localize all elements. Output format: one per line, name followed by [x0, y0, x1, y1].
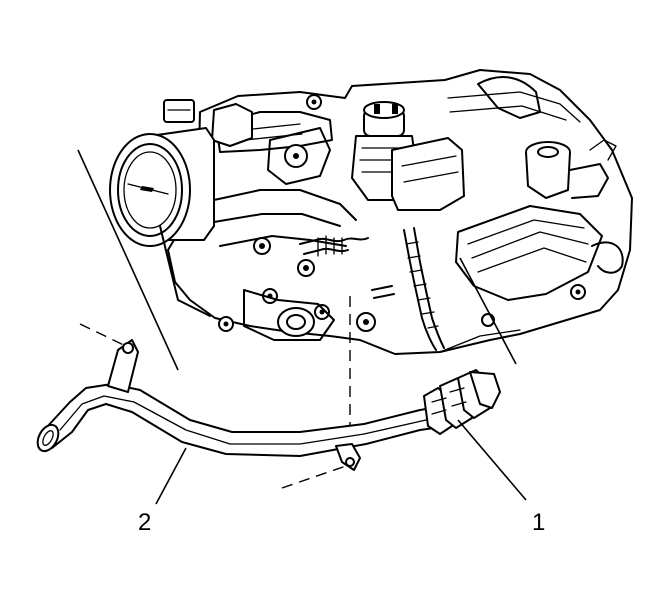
alignment-dash-left [79, 323, 131, 349]
pipe-seal-fitting [423, 369, 501, 435]
callout-1-label: 1 [532, 509, 545, 536]
engine-assembly [109, 69, 633, 355]
callout-2-leader [155, 447, 187, 505]
bypass-pipe [36, 339, 435, 471]
callout-2-label: 2 [138, 509, 151, 536]
projection-line-left [77, 149, 179, 371]
projection-line-right [459, 257, 517, 365]
exploded-view-lines [77, 149, 517, 489]
alignment-dash-bottom [281, 465, 347, 489]
callout-1-leader [457, 419, 527, 501]
